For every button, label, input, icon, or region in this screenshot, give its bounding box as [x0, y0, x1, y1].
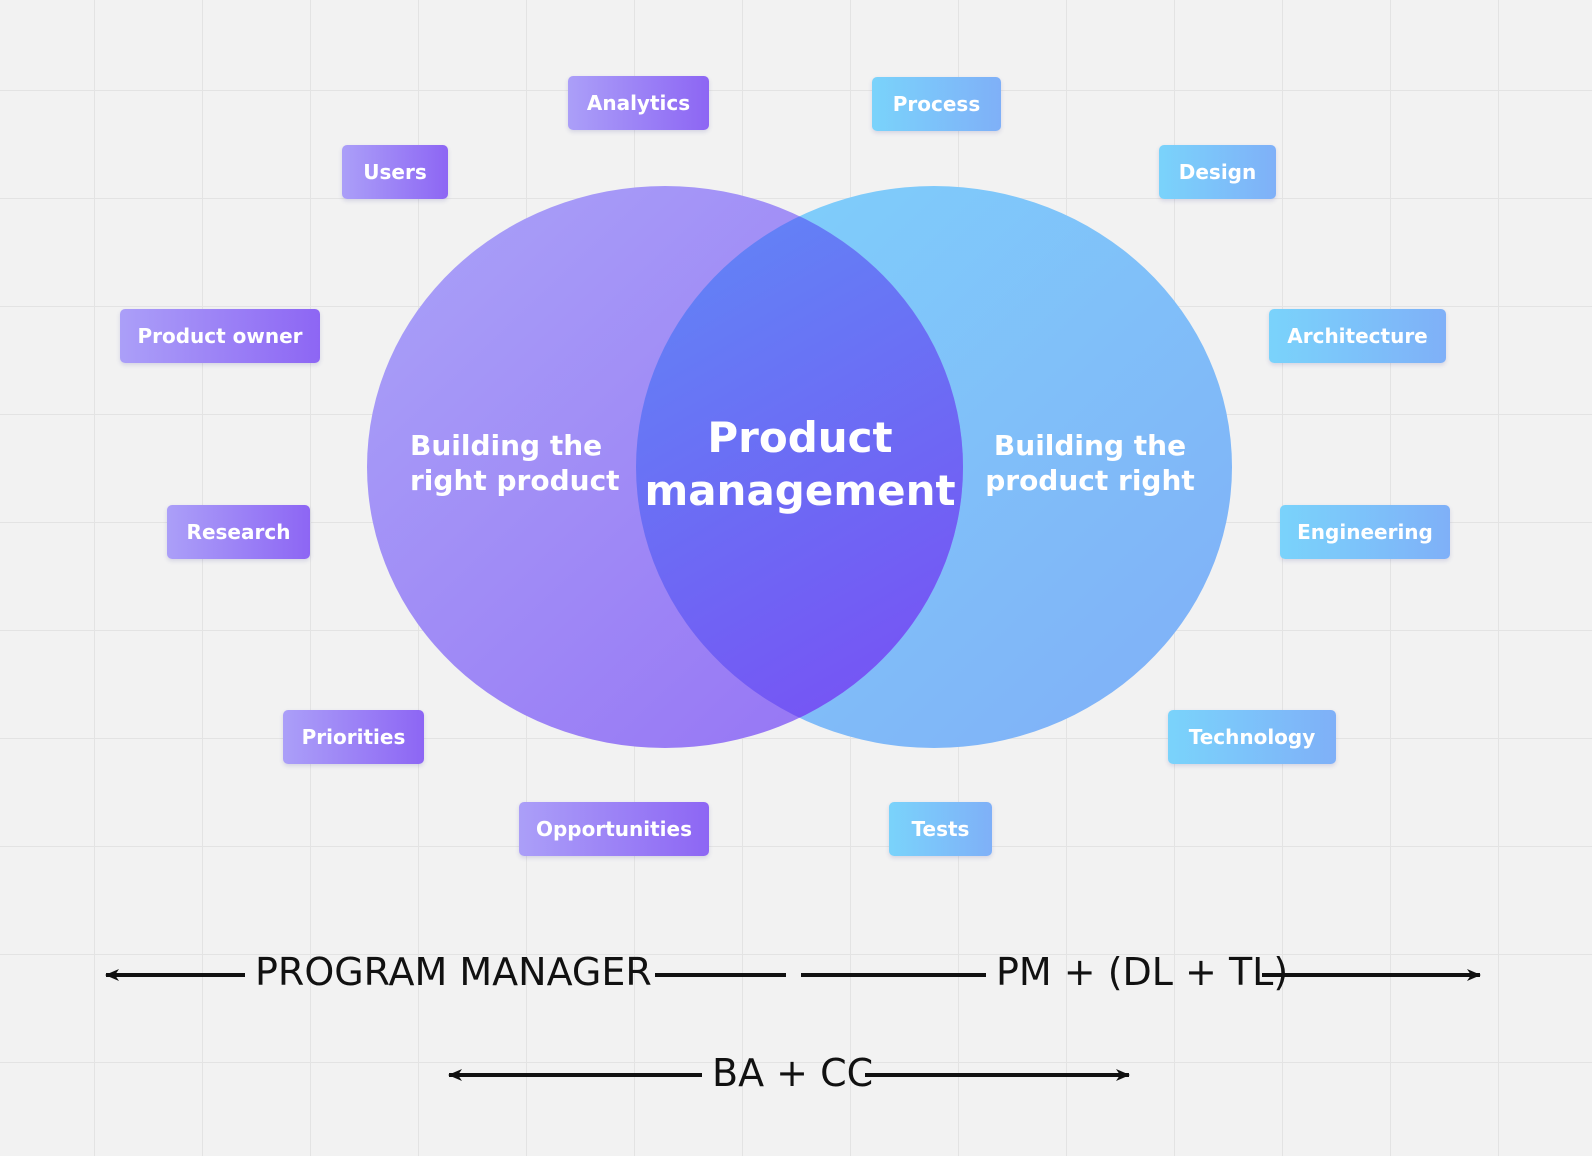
tag-analytics: Analytics	[568, 76, 709, 130]
overlap-region	[636, 186, 963, 748]
right-circle-label: Building the product right	[985, 429, 1195, 497]
tag-design: Design	[1159, 145, 1276, 199]
tag-product-owner: Product owner	[120, 309, 320, 363]
tag-users: Users	[342, 145, 448, 199]
tag-architecture: Architecture	[1269, 309, 1446, 363]
tag-process: Process	[872, 77, 1001, 131]
program-manager-label: PROGRAM MANAGER	[255, 950, 652, 994]
tag-opportunities: Opportunities	[519, 802, 709, 856]
tag-technology: Technology	[1168, 710, 1336, 764]
tag-tests: Tests	[889, 802, 992, 856]
tag-engineering: Engineering	[1280, 505, 1450, 559]
center-label: Product management	[644, 413, 956, 515]
tag-priorities: Priorities	[283, 710, 424, 764]
pm-dl-tl-label: PM + (DL + TL)	[996, 950, 1289, 994]
tag-research: Research	[167, 505, 310, 559]
ba-cc-label: BA + CC	[712, 1051, 874, 1095]
left-circle-label: Building the right product	[410, 429, 620, 497]
